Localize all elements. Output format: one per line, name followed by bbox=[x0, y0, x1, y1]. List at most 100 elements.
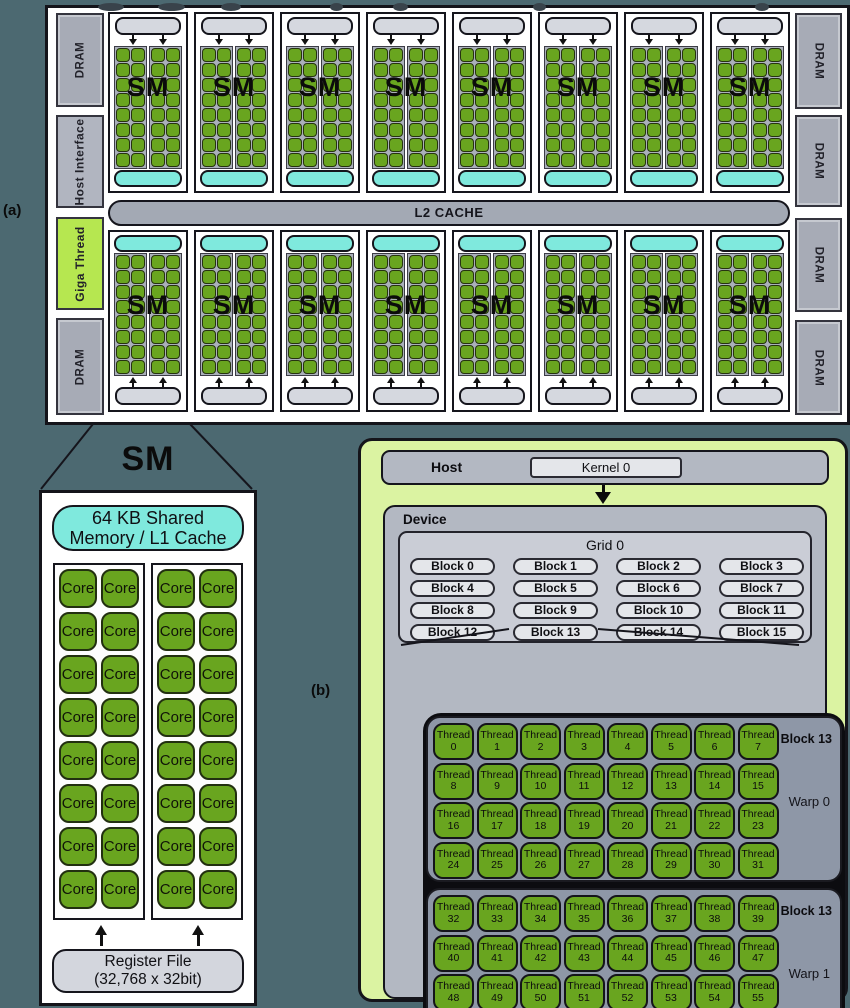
core-icon bbox=[647, 48, 661, 62]
core-icon bbox=[323, 63, 337, 77]
block-pill: Block 12 bbox=[410, 624, 495, 641]
core-icon bbox=[753, 315, 767, 329]
core-icon bbox=[424, 48, 438, 62]
core-icon bbox=[753, 138, 767, 152]
core-cell: Core bbox=[101, 784, 139, 823]
core-icon bbox=[202, 108, 216, 122]
sm-core-array bbox=[200, 253, 268, 376]
core-icon bbox=[460, 108, 474, 122]
sm-core-array bbox=[286, 46, 354, 169]
core-icon bbox=[632, 360, 646, 374]
sm-core-group bbox=[407, 46, 440, 169]
thread-word: Thread bbox=[741, 768, 775, 781]
core-icon bbox=[510, 345, 524, 359]
core-icon bbox=[596, 138, 610, 152]
core-icon bbox=[323, 315, 337, 329]
core-icon bbox=[323, 153, 337, 167]
core-icon bbox=[561, 63, 575, 77]
core-icon bbox=[768, 78, 782, 92]
thread-number: 14 bbox=[708, 780, 721, 792]
sm-block: SM bbox=[108, 12, 188, 193]
thread-number: 9 bbox=[494, 780, 500, 792]
thread-number: 35 bbox=[578, 912, 590, 925]
core-icon bbox=[217, 48, 231, 62]
core-icon bbox=[596, 63, 610, 77]
core-cell: Core bbox=[199, 569, 237, 608]
arrow-up-icon bbox=[215, 377, 223, 387]
core-icon bbox=[475, 123, 489, 137]
block-pill: Block 7 bbox=[719, 580, 804, 597]
sm-data-arrows bbox=[118, 377, 178, 387]
register-file-line1: Register File bbox=[104, 953, 192, 970]
core-icon bbox=[718, 315, 732, 329]
core-icon bbox=[151, 108, 165, 122]
device-label: Device bbox=[403, 512, 447, 527]
core-icon bbox=[409, 153, 423, 167]
core-icon bbox=[596, 330, 610, 344]
core-icon bbox=[647, 285, 661, 299]
block-pill: Block 5 bbox=[513, 580, 598, 597]
core-icon bbox=[581, 315, 595, 329]
core-icon bbox=[475, 270, 489, 284]
core-icon bbox=[409, 285, 423, 299]
sm-core-group bbox=[372, 253, 405, 376]
sm-core-array bbox=[372, 253, 440, 376]
core-icon bbox=[424, 285, 438, 299]
thread-number: 50 bbox=[534, 991, 547, 1004]
thread-number: 36 bbox=[621, 912, 634, 925]
core-icon bbox=[338, 330, 352, 344]
core-icon bbox=[667, 330, 681, 344]
core-icon bbox=[546, 93, 560, 107]
core-icon bbox=[682, 285, 696, 299]
core-icon bbox=[202, 153, 216, 167]
block-pill: Block 6 bbox=[616, 580, 701, 597]
sm-data-arrows bbox=[204, 35, 264, 45]
arrow-up-icon bbox=[301, 377, 309, 387]
dram-block: DRAM bbox=[56, 318, 104, 415]
sm-core-array bbox=[544, 46, 612, 169]
core-icon bbox=[647, 345, 661, 359]
sm-core-group bbox=[114, 253, 147, 376]
core-icon bbox=[718, 270, 732, 284]
core-icon bbox=[475, 285, 489, 299]
core-icon bbox=[733, 285, 747, 299]
core-icon bbox=[202, 255, 216, 269]
core-icon bbox=[323, 300, 337, 314]
thread-number: 52 bbox=[621, 991, 634, 1004]
core-icon bbox=[510, 255, 524, 269]
shared-memory-line1: 64 KB Shared bbox=[91, 508, 205, 528]
core-icon bbox=[323, 93, 337, 107]
core-icon bbox=[288, 315, 302, 329]
core-icon bbox=[424, 108, 438, 122]
thread-number: 31 bbox=[752, 859, 764, 871]
core-icon bbox=[647, 360, 661, 374]
core-icon bbox=[166, 315, 180, 329]
core-icon bbox=[596, 300, 610, 314]
sm-cache-bar bbox=[373, 17, 439, 35]
sm-block-label: SM bbox=[126, 72, 170, 102]
sm-core-group bbox=[716, 46, 749, 169]
core-icon bbox=[561, 270, 575, 284]
core-icon bbox=[237, 78, 251, 92]
core-icon bbox=[632, 123, 646, 137]
core-icon bbox=[374, 345, 388, 359]
warp-label: Warp 0 bbox=[788, 794, 830, 809]
core-icon bbox=[581, 270, 595, 284]
core-icon bbox=[561, 300, 575, 314]
core-icon bbox=[495, 360, 509, 374]
thread-word: Thread bbox=[697, 808, 732, 820]
core-icon bbox=[596, 108, 610, 122]
core-icon bbox=[303, 300, 317, 314]
core-icon bbox=[131, 270, 145, 284]
sm-cache-bar bbox=[287, 387, 353, 405]
core-icon bbox=[682, 153, 696, 167]
sm-core-group bbox=[200, 46, 233, 169]
sm-block-label: SM bbox=[728, 72, 772, 102]
core-icon bbox=[338, 345, 352, 359]
